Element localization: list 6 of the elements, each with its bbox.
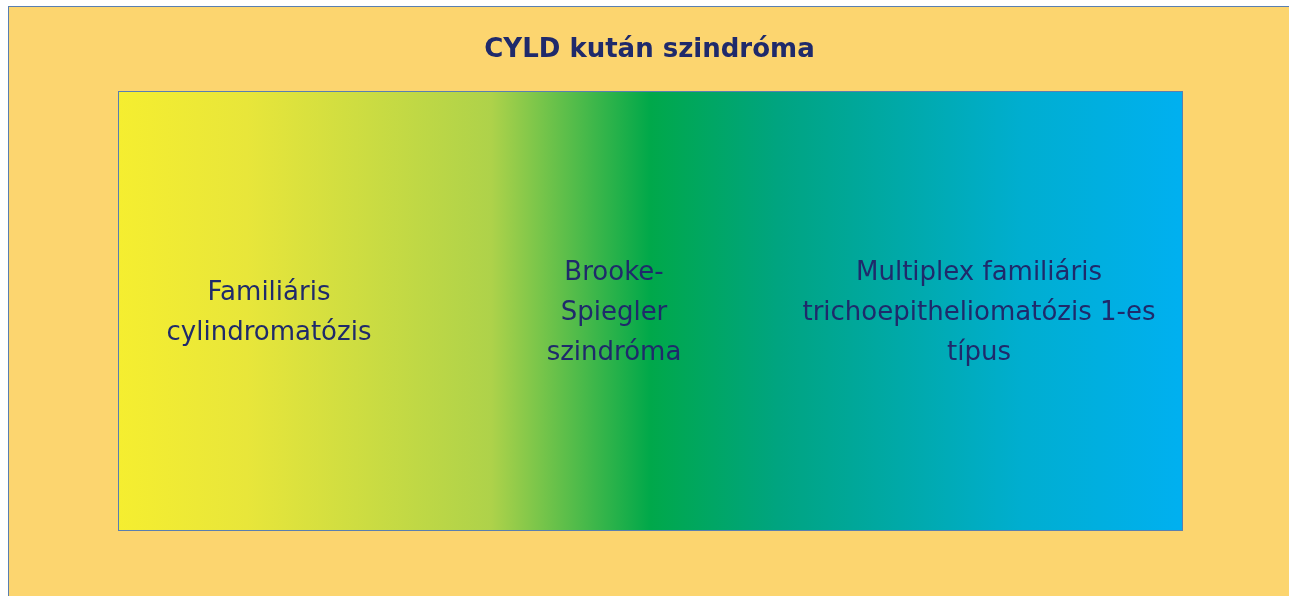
outer-panel: [8, 6, 1289, 596]
syndrome-label: Familiáris cylindromatózis: [165, 275, 373, 348]
syndrome-label: Brooke-Spiegler szindróma: [545, 255, 683, 368]
gradient-panel: [118, 91, 1183, 531]
panel-title: CYLD kután szindróma: [483, 33, 816, 63]
syndrome-label: Multiplex familiáris trichoepitheliomatózis 1-es típus: [801, 255, 1157, 368]
